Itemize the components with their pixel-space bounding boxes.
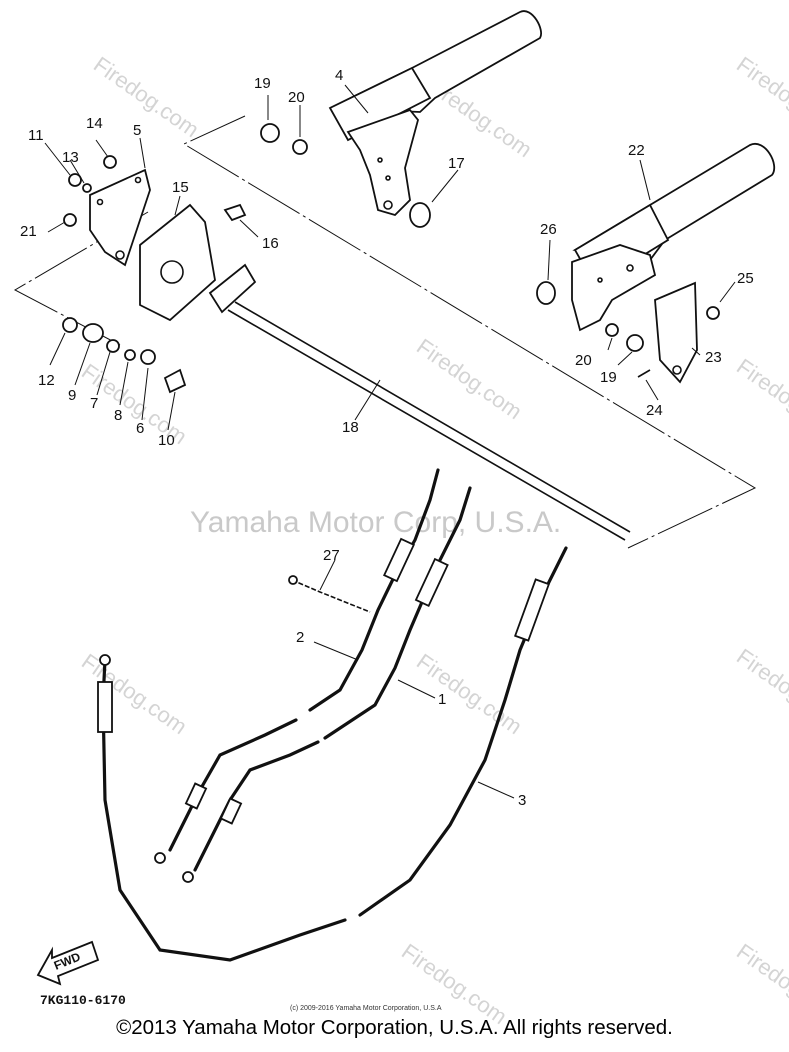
callout-22: 22 — [628, 142, 645, 159]
callout-24: 24 — [646, 402, 663, 419]
callout-23: 23 — [705, 349, 722, 366]
callout-26: 26 — [540, 221, 557, 238]
callout-10: 10 — [158, 432, 175, 449]
callout-27: 27 — [323, 547, 340, 564]
copyright-footer: ©2013 Yamaha Motor Corporation, U.S.A. A… — [116, 1016, 673, 1039]
callout-16: 16 — [262, 235, 279, 252]
watermark-site: Firedog.com — [77, 649, 192, 740]
watermark-site: Firedog.com — [412, 334, 527, 425]
callout-3: 3 — [518, 792, 526, 809]
small-parts — [62, 123, 720, 394]
callout-13: 13 — [62, 149, 79, 166]
callout-1: 1 — [438, 691, 446, 708]
small-copyright: (c) 2009-2016 Yamaha Motor Corporation, … — [290, 1005, 442, 1012]
bracket-5 — [89, 168, 151, 267]
cross-shaft-18 — [208, 263, 631, 541]
watermark-site: Firedog.com — [732, 644, 789, 735]
callout-17: 17 — [448, 155, 465, 172]
cables — [97, 468, 568, 962]
callout-2: 2 — [296, 629, 304, 646]
right-grip-lever — [571, 142, 775, 332]
housing-15 — [139, 203, 216, 322]
callout-5: 5 — [133, 122, 141, 139]
left-grip-lever — [328, 10, 542, 217]
callout-labels: 1 2 3 4 5 6 7 8 9 10 11 12 13 14 15 16 1… — [20, 67, 754, 809]
callout-18: 18 — [342, 419, 359, 436]
callout-15: 15 — [172, 179, 189, 196]
callout-14: 14 — [86, 115, 103, 132]
callout-25: 25 — [737, 270, 754, 287]
watermark-site: Firedog.com — [412, 649, 527, 740]
watermark-site: Firedog.com — [732, 52, 789, 143]
callout-9: 9 — [68, 387, 76, 404]
callout-8: 8 — [114, 407, 122, 424]
callout-20a: 20 — [288, 89, 305, 106]
callout-19b: 19 — [600, 369, 617, 386]
leader-lines — [44, 84, 736, 799]
callout-19a: 19 — [254, 75, 271, 92]
callout-21: 21 — [20, 223, 37, 240]
watermark-main: Yamaha Motor Corp, U.S.A. — [190, 506, 561, 539]
callout-12: 12 — [38, 372, 55, 389]
callout-4: 4 — [335, 67, 343, 84]
watermark-site: Firedog.com — [89, 52, 204, 143]
watermark-site: Firedog.com — [732, 354, 789, 445]
diagram-code: 7KG110-6170 — [40, 993, 126, 1008]
callout-11: 11 — [28, 127, 44, 144]
callout-7: 7 — [90, 395, 98, 412]
callout-20b: 20 — [575, 352, 592, 369]
bracket-23 — [654, 281, 698, 384]
fwd-arrow: FWD — [36, 940, 100, 986]
callout-6: 6 — [136, 420, 144, 437]
